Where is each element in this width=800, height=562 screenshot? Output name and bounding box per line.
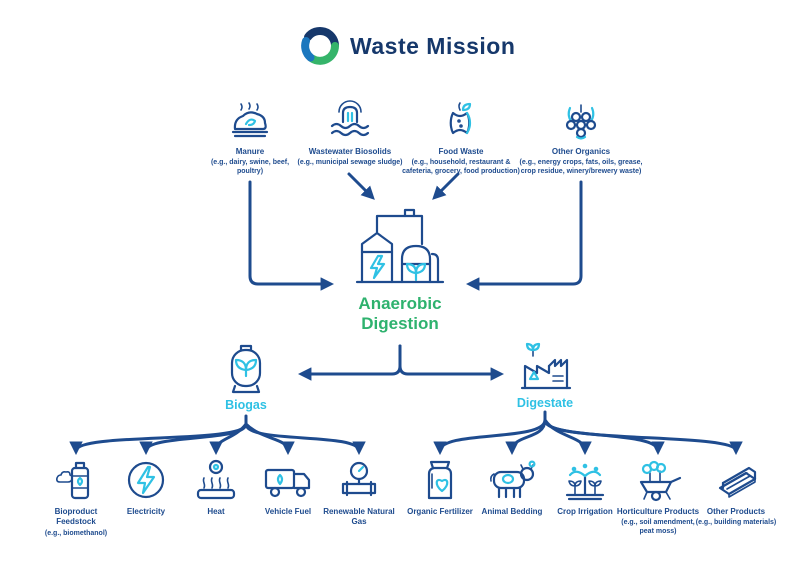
- input-other-organics: Other Organics (e.g., energy crops, fats…: [517, 96, 645, 177]
- item-title: Electricity: [126, 507, 166, 516]
- animal-bedding-icon: [490, 460, 536, 499]
- digestate-item-animal-bedding: Animal Bedding: [474, 456, 550, 518]
- item-title: Vehicle Fuel: [264, 507, 312, 516]
- food-waste-icon: [449, 102, 472, 135]
- brand-logo: Waste Mission: [298, 24, 515, 68]
- output-digestate: Digestate: [505, 340, 585, 410]
- other-organics-icon: [565, 104, 597, 140]
- item-title: Other Products: [706, 507, 766, 516]
- process-label: Anaerobic Digestion: [358, 294, 442, 334]
- waste-mission-swirl-icon: [301, 27, 339, 65]
- item-title: Animal Bedding: [481, 507, 543, 516]
- electricity-icon: [127, 461, 165, 499]
- input-detail: (e.g., dairy, swine, beef, poultry): [210, 159, 290, 176]
- biogas-label: Biogas: [225, 398, 267, 412]
- natural-gas-pipeline-icon: [341, 461, 377, 497]
- organic-fertilizer-icon: [427, 460, 453, 500]
- heat-icon: [196, 459, 236, 500]
- horticulture-products-icon: [639, 460, 682, 502]
- input-wastewater-biosolids: Wastewater Biosolids (e.g., municipal se…: [295, 96, 405, 167]
- item-title: Renewable Natural Gas: [323, 507, 395, 527]
- input-title: Wastewater Biosolids: [308, 147, 392, 156]
- crop-irrigation-icon: [565, 463, 605, 501]
- input-title: Other Organics: [551, 147, 611, 156]
- item-title: Heat: [207, 507, 225, 516]
- digestate-item-crop-irrigation: Crop Irrigation: [547, 456, 623, 518]
- item-title: Organic Fertilizer: [407, 507, 473, 516]
- biogas-item-renewable-natural-gas: Renewable Natural Gas: [319, 456, 399, 529]
- item-title: Crop Irrigation: [557, 507, 613, 516]
- digestate-factory-icon: [520, 342, 572, 390]
- digestate-item-horticulture-products: Horticulture Products (e.g., soil amendm…: [616, 456, 700, 537]
- digestate-label: Digestate: [516, 396, 574, 410]
- manure-icon: [231, 102, 269, 138]
- input-detail: (e.g., energy crops, fats, oils, grease,…: [519, 159, 643, 176]
- process-anaerobic-digestion: Anaerobic Digestion: [336, 202, 464, 335]
- digestate-item-organic-fertilizer: Organic Fertilizer: [402, 456, 478, 518]
- input-detail: (e.g., municipal sewage sludge): [297, 159, 403, 167]
- item-detail: (e.g., building materials): [695, 519, 777, 527]
- input-title: Food Waste: [438, 147, 484, 156]
- bioproduct-feedstock-icon: [56, 461, 90, 500]
- item-detail: (e.g., soil amendment, peat moss): [621, 519, 695, 536]
- input-manure: Manure (e.g., dairy, swine, beef, poultr…: [198, 96, 302, 177]
- input-food-waste: Food Waste (e.g., household, restaurant …: [402, 96, 520, 177]
- item-detail: (e.g., biomethanol): [44, 529, 108, 537]
- biogas-item-electricity: Electricity: [108, 456, 184, 518]
- input-detail: (e.g., household, restaurant & cafeteria…: [402, 159, 520, 176]
- biogas-item-heat: Heat: [178, 456, 254, 518]
- input-title: Manure: [235, 147, 265, 156]
- anaerobic-digester-icon: [355, 208, 445, 284]
- wastewater-biosolids-icon: [330, 100, 370, 137]
- item-title: Horticulture Products: [616, 507, 700, 516]
- other-products-icon: [718, 466, 757, 498]
- biogas-item-vehicle-fuel: Vehicle Fuel: [250, 456, 326, 518]
- output-biogas: Biogas: [206, 342, 286, 412]
- item-title: Bioproduct Feedstock: [54, 507, 98, 527]
- biogas-tank-icon: [230, 344, 262, 394]
- vehicle-fuel-icon: [264, 468, 311, 498]
- digestate-item-other-products: Other Products (e.g., building materials…: [694, 456, 778, 527]
- biogas-item-bioproduct-feedstock: Bioproduct Feedstock (e.g., biomethanol): [34, 456, 118, 538]
- brand-name: Waste Mission: [350, 32, 516, 59]
